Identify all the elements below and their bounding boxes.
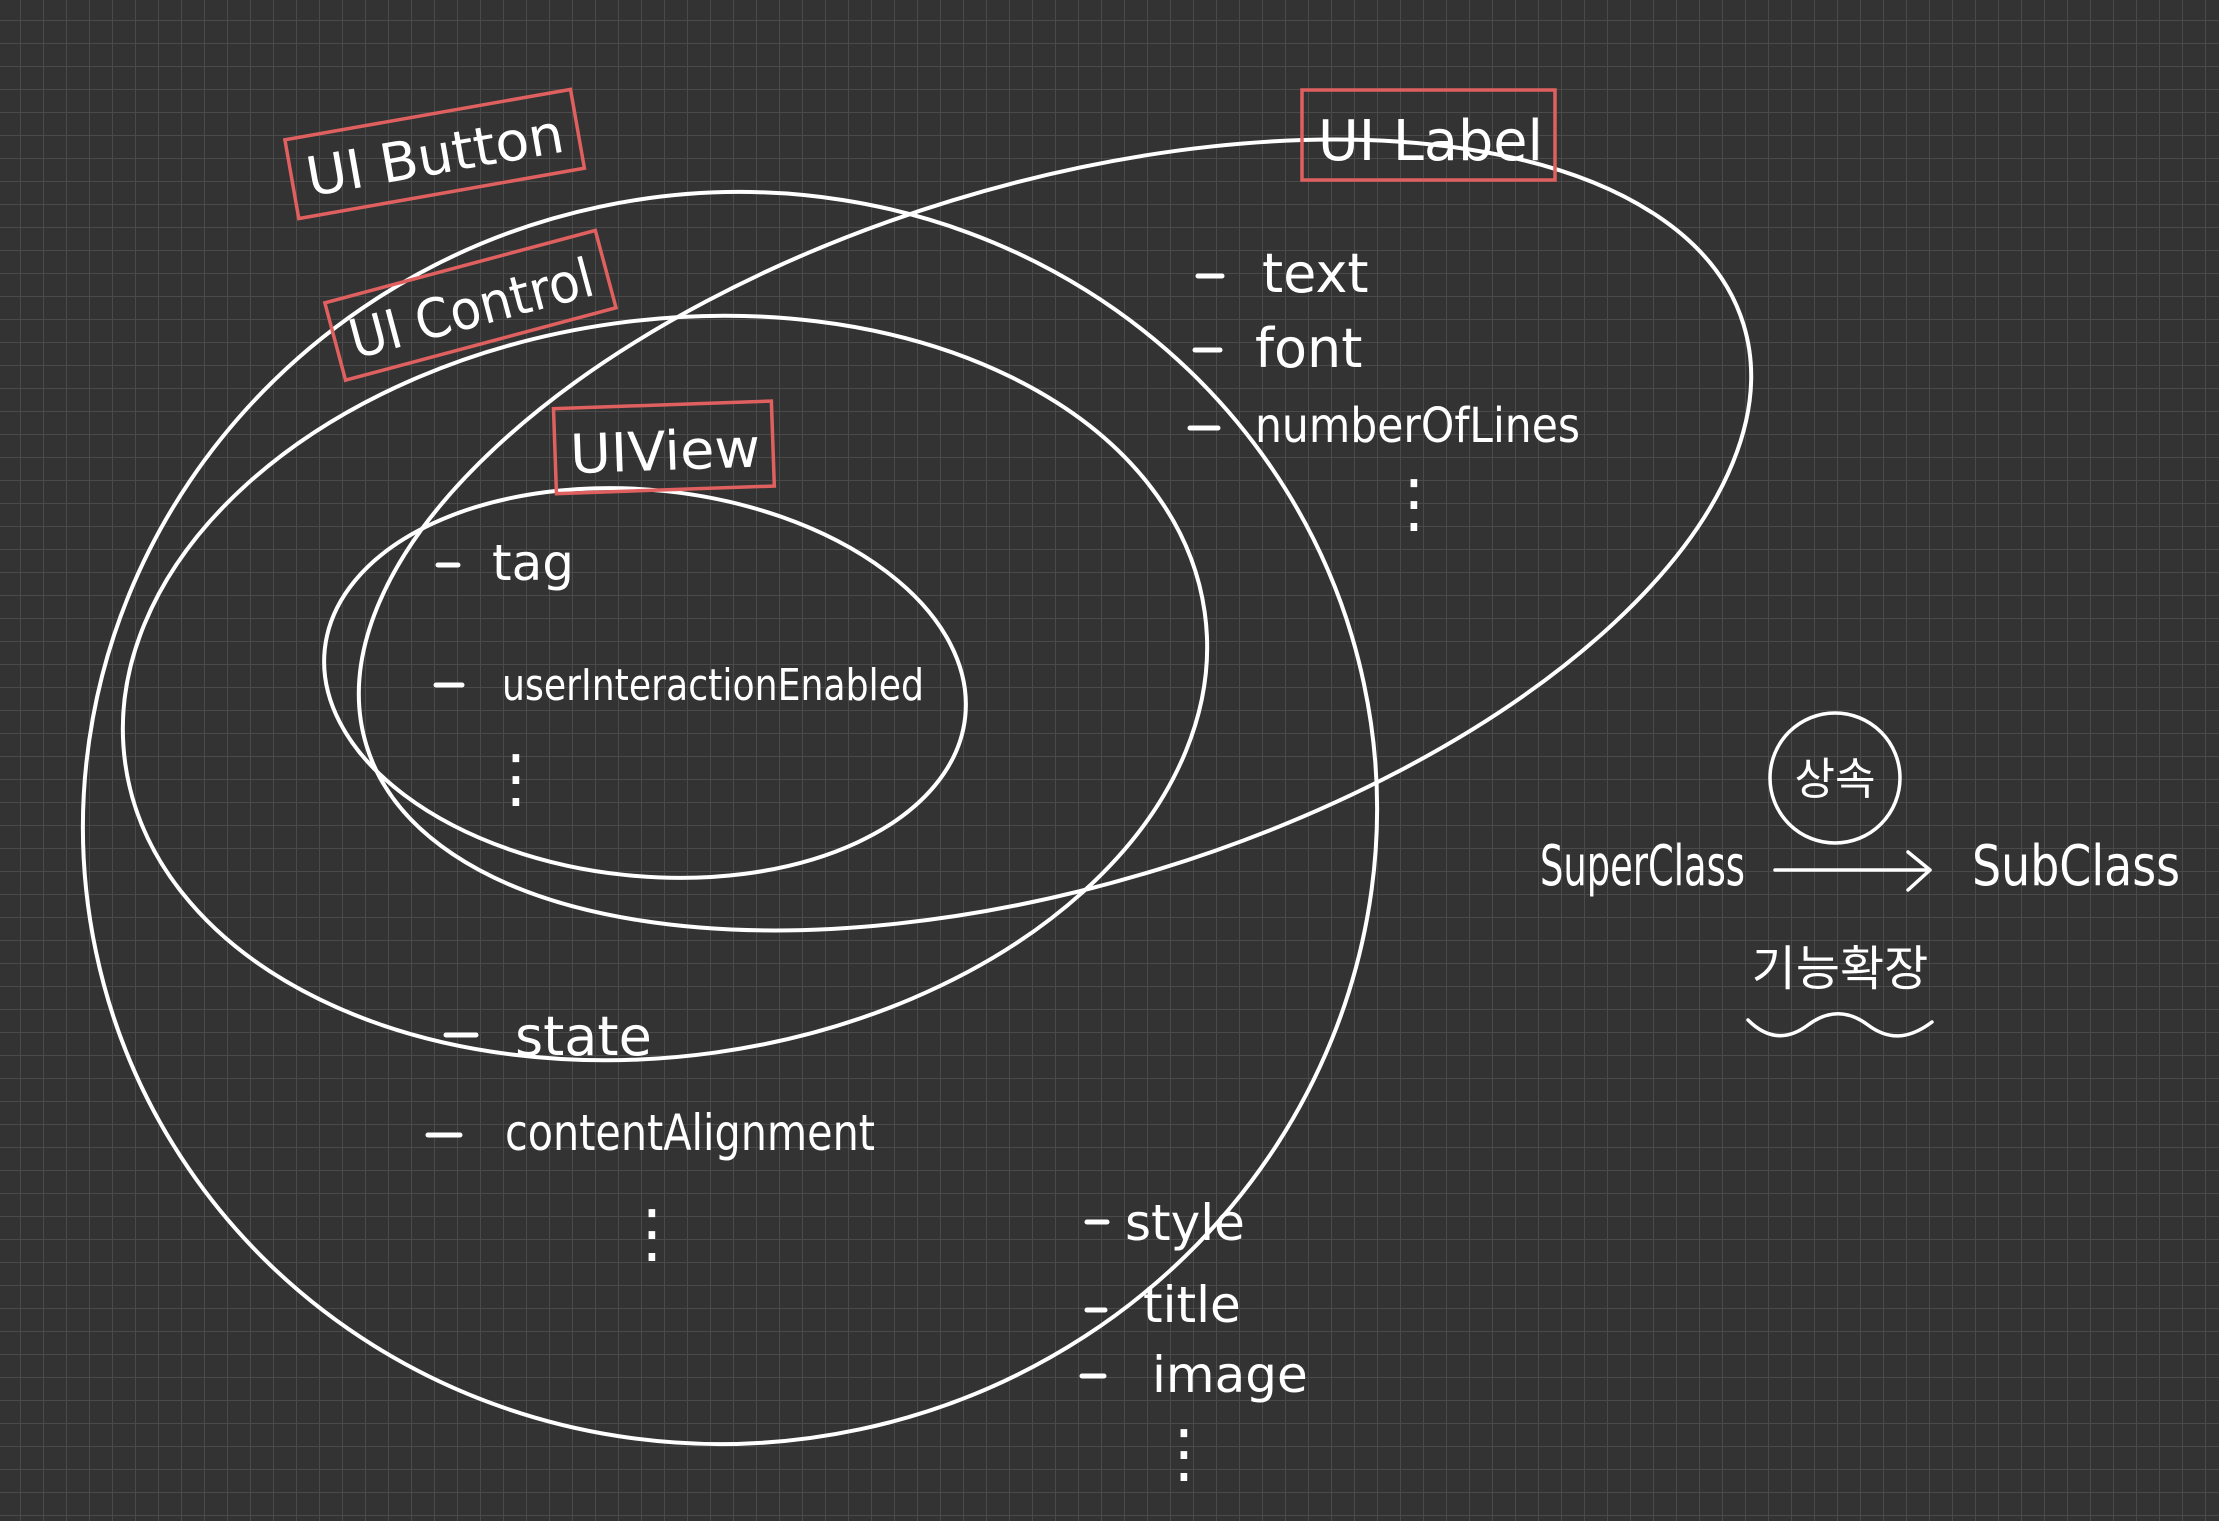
uicontrol-more-icon: ⋮ [620,1197,684,1271]
uilabel-ellipse [356,137,1754,933]
inheritance-legend: 상속 SuperClass SubClass 기능확장 [1540,711,2180,1038]
uilabel-label: UI Label [1318,109,1543,174]
prop-state: state [515,1005,652,1068]
uiview-tag: UIView [551,399,777,496]
uiview-props: tag userInteractionEnabled ⋮ [433,534,924,816]
uilabel-more-icon: ⋮ [1382,467,1446,541]
uibutton-tag-box [282,87,587,221]
subclass-label: SubClass [1972,834,2180,899]
arrow-right-icon [1773,850,1932,892]
uiview-label: UIView [569,417,761,487]
uiview-more-icon: ⋮ [484,742,548,816]
uibutton-ellipse [80,189,1380,1447]
prop-number-of-lines: numberOfLines [1255,398,1580,454]
uilabel-tag-box [1300,88,1557,182]
inheritance-circle [1768,711,1902,845]
uibutton-tag: UI Button [282,87,587,221]
prop-style: style [1125,1194,1245,1252]
superclass-label: SuperClass [1540,834,1745,899]
prop-tag: tag [492,534,574,592]
inheritance-label: 상속 [1795,754,1876,805]
prop-user-interaction-enabled: userInteractionEnabled [502,660,924,711]
wavy-underline [1746,1012,1934,1038]
prop-image: image [1152,1346,1308,1404]
uicontrol-ellipse [120,313,1210,1063]
uicontrol-props: state contentAlignment ⋮ [425,1005,875,1271]
prop-font: font [1255,317,1362,380]
extension-label: 기능확장 [1752,941,1929,997]
prop-title: title [1143,1276,1241,1334]
uibutton-more-icon: ⋮ [1152,1417,1216,1491]
uilabel-tag: UI Label [1300,88,1557,182]
uilabel-props: text font numberOfLines ⋮ [1187,242,1580,541]
uicontrol-tag-box [322,228,619,383]
prop-text: text [1262,242,1369,305]
uibutton-props: style title image ⋮ [1079,1194,1308,1491]
uiview-tag-box [551,399,777,496]
prop-content-alignment: contentAlignment [505,1104,875,1162]
